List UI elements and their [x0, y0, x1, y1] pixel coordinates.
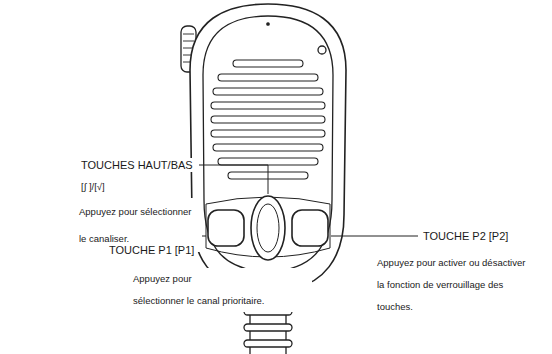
- up-down-button: [251, 196, 285, 260]
- grille: [211, 60, 325, 179]
- button-name: TOUCHES HAUT/BAS: [80, 158, 194, 172]
- button-description: Appuyez pour activer ou désactiver la fo…: [376, 252, 528, 318]
- button-name: TOUCHE P1 [P1]: [108, 243, 195, 257]
- key-symbols: [∫ ]/[√]: [80, 181, 106, 193]
- button-name: TOUCHE P2 [P2]: [422, 229, 509, 243]
- mic-body: [190, 4, 346, 288]
- p2-button: [292, 210, 328, 246]
- p1-button: [208, 210, 244, 246]
- up-down-button-inner: [257, 204, 279, 252]
- leader-line: [331, 236, 418, 237]
- button-description: Appuyez pour sélectionner le canal prior…: [132, 268, 312, 312]
- leader-line: [199, 165, 268, 194]
- wrap-spacer: [211, 268, 311, 290]
- mic-face: [203, 16, 333, 272]
- top-dot: [267, 23, 269, 25]
- small-mark: [318, 46, 326, 54]
